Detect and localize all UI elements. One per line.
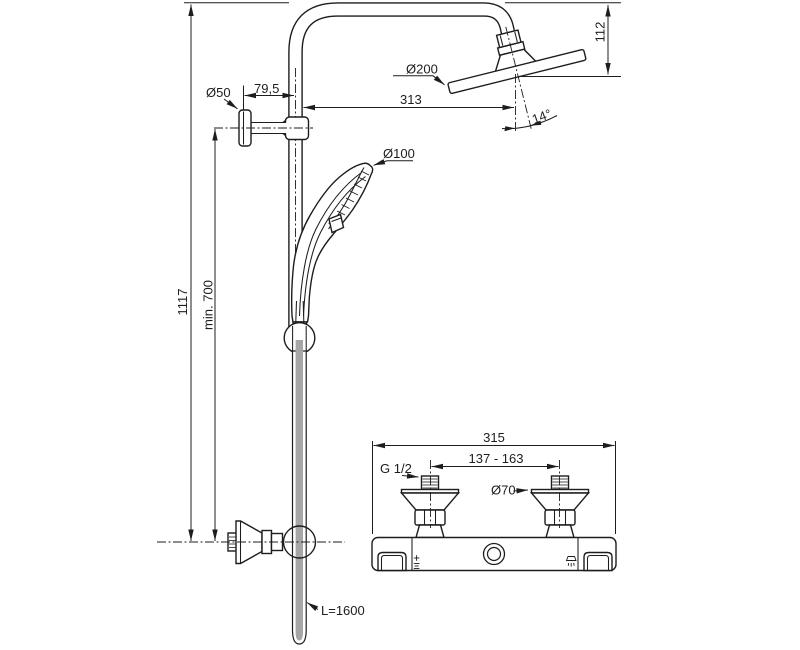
overhead-angle-dimension: 14° xyxy=(501,74,558,133)
hose-length-label: L=1600 xyxy=(321,603,365,618)
dimension-min-height: min. 700 xyxy=(201,129,218,541)
inlet-neck-left xyxy=(415,524,445,539)
inlet-thread-right xyxy=(550,475,570,491)
dimension-overhead-drop: 112 xyxy=(593,5,611,75)
label-inlet-thread: G 1/2 xyxy=(380,461,419,479)
inlet-thread-left xyxy=(420,475,440,491)
mixer-grip-right xyxy=(583,551,613,572)
label-handspray-diameter: Ø100 xyxy=(373,146,415,166)
label-escutcheon-diameter: Ø70 xyxy=(491,483,529,498)
inlet-nut-right xyxy=(544,509,576,526)
spray-face-hatch xyxy=(328,170,370,228)
inlet-neck-right xyxy=(545,524,575,539)
dimension-bracket-offset: 79,5 xyxy=(244,81,294,99)
shower-hose xyxy=(283,322,316,645)
inlet-cone-right xyxy=(529,492,591,511)
dimension-total-height: 1117 xyxy=(175,4,194,541)
shower-symbol-icon xyxy=(565,556,577,567)
mixer-outlet-port xyxy=(482,542,506,566)
mixer-grip-left xyxy=(377,551,407,572)
extension-lines xyxy=(184,2,621,111)
spray-axis-centerline xyxy=(505,26,532,129)
handspray-body xyxy=(290,162,374,323)
mixer-inlet-left xyxy=(399,475,461,539)
bracket-diameter-label: Ø50 xyxy=(206,85,231,100)
label-hose-length: L=1600 xyxy=(306,602,365,618)
inlet-cone-left xyxy=(399,492,461,511)
escutcheon-diameter-label: Ø70 xyxy=(491,483,516,498)
overhead-drop-label: 112 xyxy=(593,22,608,43)
hand-shower xyxy=(290,162,374,329)
mixer-width-label: 315 xyxy=(483,430,505,445)
label-overhead-diameter: Ø200 xyxy=(393,62,445,86)
bracket-offset-label: 79,5 xyxy=(254,81,279,96)
overhead-shower xyxy=(447,26,587,129)
thermostat-mixer xyxy=(371,441,617,572)
angle-label: 14° xyxy=(530,106,554,127)
hose-guide-ring xyxy=(282,525,317,559)
inlet-spacing-label: 137 - 163 xyxy=(469,451,524,466)
min-height-label: min. 700 xyxy=(201,280,216,330)
overhead-reach-label: 313 xyxy=(400,92,422,107)
temperature-marking-icon xyxy=(413,555,420,569)
inlet-thread-label: G 1/2 xyxy=(380,461,412,476)
total-height-label: 1117 xyxy=(175,289,190,316)
dimension-inlet-spacing: 137 - 163 xyxy=(431,451,559,470)
inlet-nut-left xyxy=(414,509,446,526)
dimension-mixer-width: 315 xyxy=(373,430,615,449)
label-bracket-diameter: Ø50 xyxy=(206,85,238,110)
riser-pipe xyxy=(288,2,517,335)
dimension-overhead-reach: 313 xyxy=(303,92,514,111)
overhead-diameter-label: Ø200 xyxy=(406,62,438,77)
handspray-clip xyxy=(328,213,345,234)
handspray-diameter-label: Ø100 xyxy=(383,146,415,161)
hose-core xyxy=(295,340,303,641)
mixer-inlet-right xyxy=(529,475,591,539)
